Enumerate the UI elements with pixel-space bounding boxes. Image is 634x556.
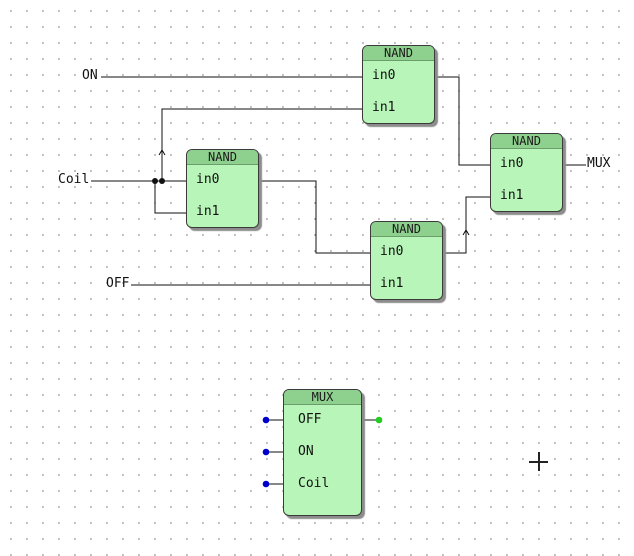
pin-in0[interactable]: in0 (372, 68, 396, 83)
nand-gate-bottom[interactable]: NAND in0 in1 (370, 221, 443, 300)
wire-coil-loop[interactable] (154, 181, 187, 214)
signal-label-on: ON (82, 68, 98, 83)
junction-dot (152, 178, 158, 184)
block-title: NAND (371, 222, 442, 237)
pin-in1[interactable]: in1 (380, 276, 404, 291)
pin-in1[interactable]: in1 (500, 188, 524, 203)
pin-coil[interactable]: Coil (298, 476, 330, 491)
pin-in0[interactable]: in0 (380, 244, 404, 259)
signal-label-mux: MUX (587, 156, 611, 171)
nand-gate-output[interactable]: NAND in0 in1 (490, 133, 563, 212)
nand-gate-top[interactable]: NAND in0 in1 (362, 45, 435, 124)
mux-block[interactable]: MUX OFF ON Coil (283, 389, 362, 516)
block-title: MUX (284, 390, 361, 405)
pin-in0[interactable]: in0 (196, 172, 220, 187)
mux-pin-stub (266, 419, 379, 485)
block-title: NAND (363, 46, 434, 61)
crosshair-cursor-icon (529, 452, 548, 471)
pin-in1[interactable]: in1 (196, 204, 220, 219)
output-pin[interactable] (375, 416, 383, 424)
wire-crossing-arrow (462, 229, 470, 236)
input-pin-off[interactable] (262, 416, 270, 424)
wire-bottom-out[interactable] (443, 196, 491, 254)
block-title: NAND (187, 150, 258, 165)
pin-off[interactable]: OFF (298, 412, 322, 427)
junction-dot (159, 178, 165, 184)
block-title: NAND (491, 134, 562, 149)
pin-in0[interactable]: in0 (500, 156, 524, 171)
input-pin-coil[interactable] (262, 480, 270, 488)
wire-coil-to-top-in1[interactable] (161, 108, 363, 181)
pin-on[interactable]: ON (298, 444, 314, 459)
signal-label-coil: Coil (58, 172, 90, 187)
pin-in1[interactable]: in1 (372, 100, 396, 115)
input-pin-on[interactable] (262, 448, 270, 456)
signal-label-off: OFF (106, 276, 130, 291)
wire-top-out[interactable] (435, 76, 491, 166)
wire-crossing-arrow (158, 149, 166, 156)
nand-gate-coil[interactable]: NAND in0 in1 (186, 149, 259, 228)
wire-coil-nand-out[interactable] (259, 180, 371, 254)
